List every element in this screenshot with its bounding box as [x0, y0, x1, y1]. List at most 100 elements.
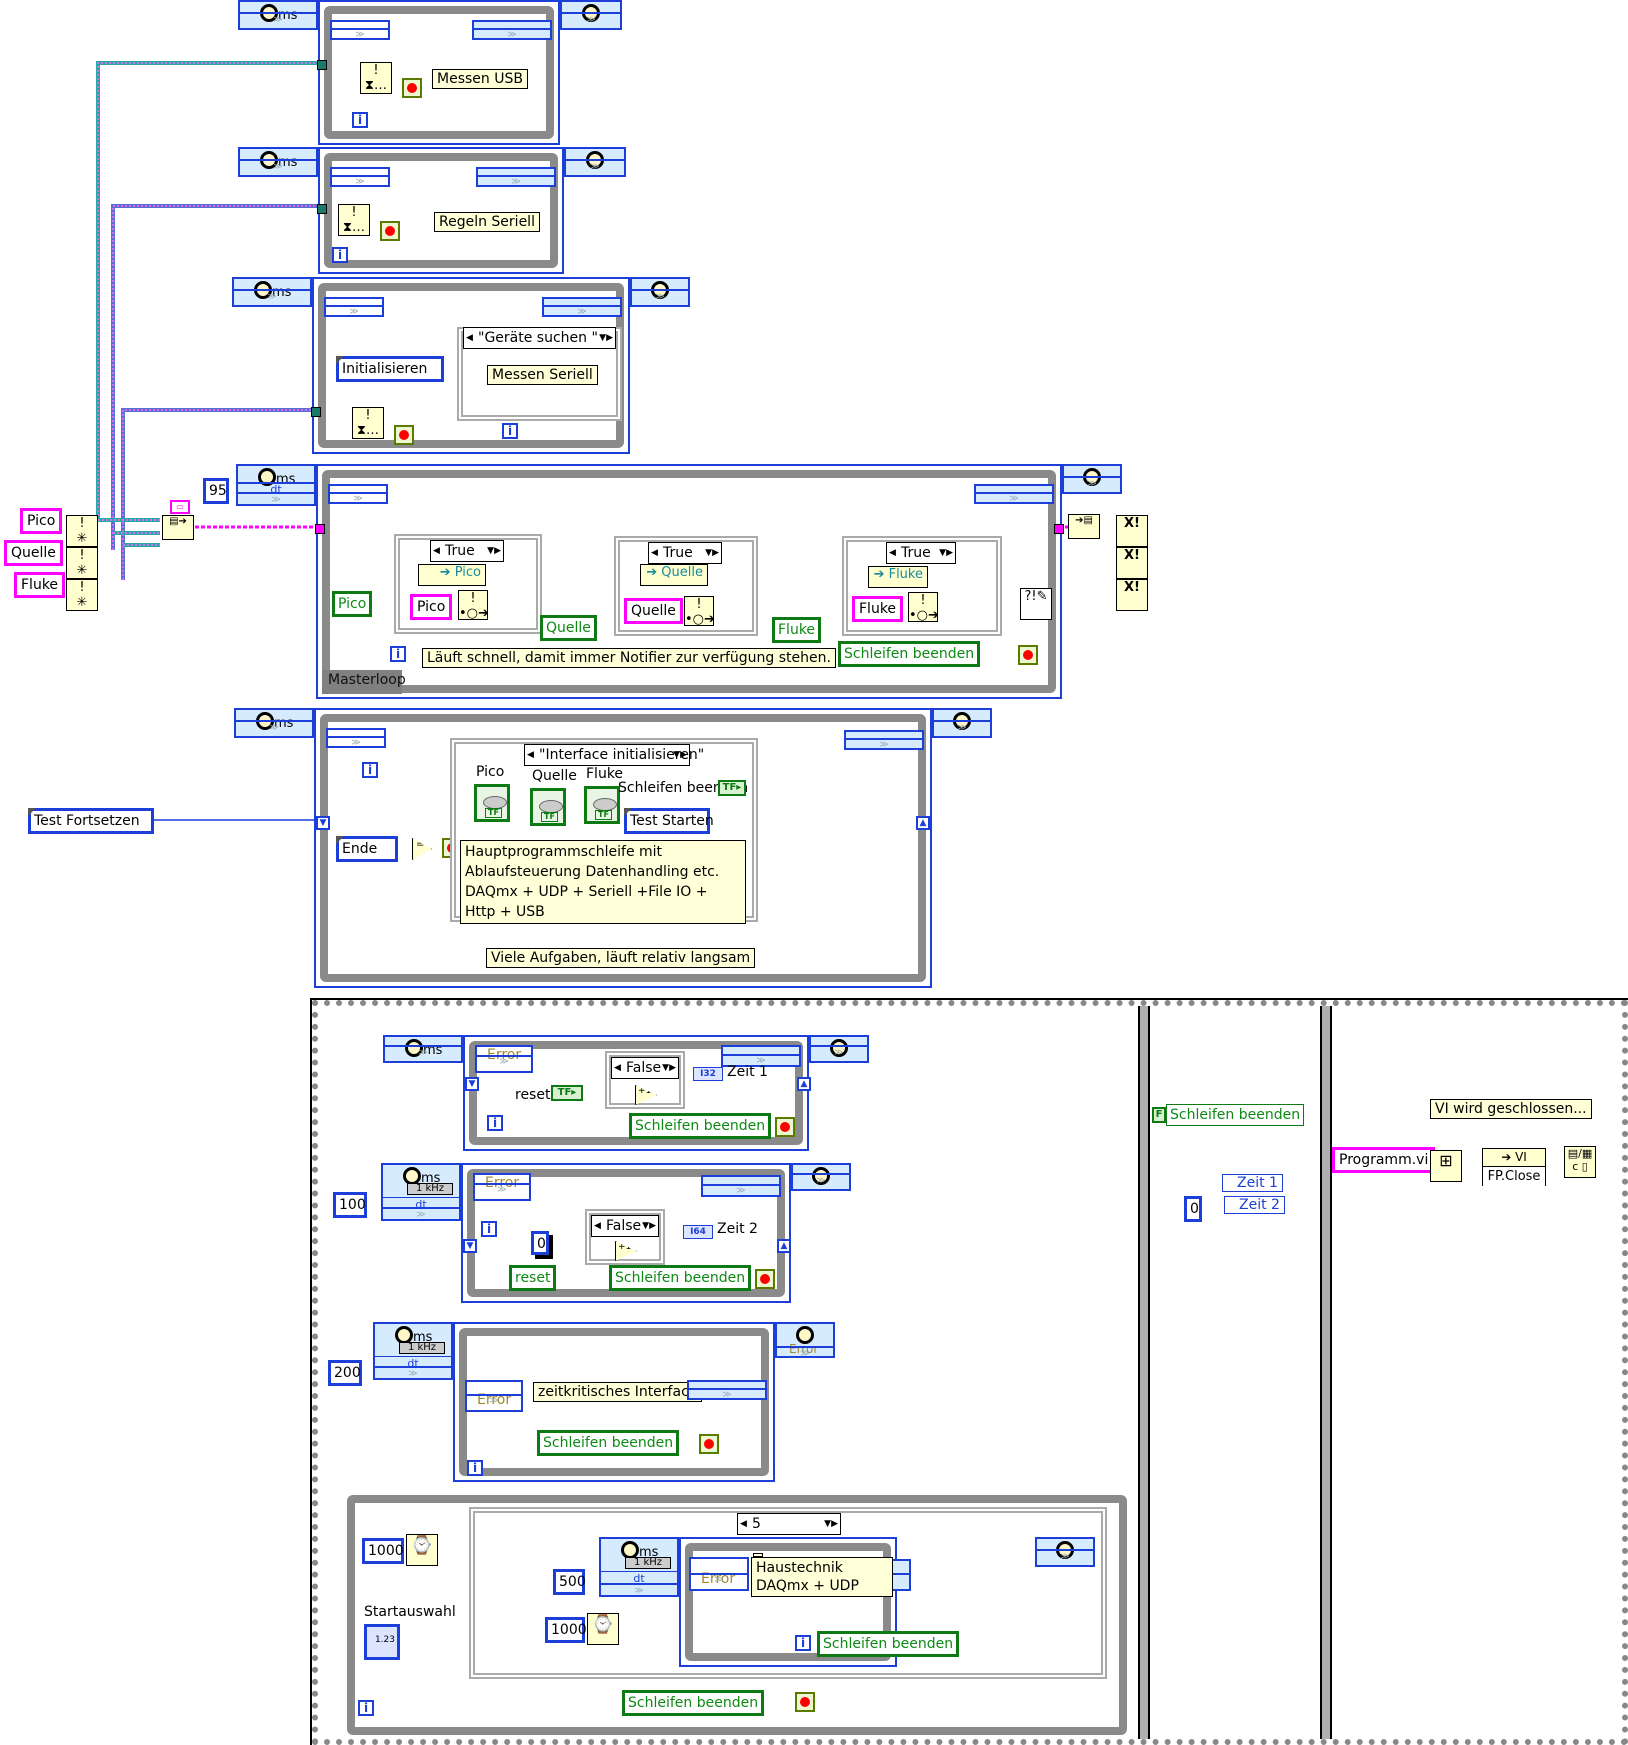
- string-constant[interactable]: Quelle: [624, 598, 683, 624]
- invoke-node-fp-close[interactable]: ➔ VI FP.Close: [1482, 1148, 1546, 1186]
- case-selector[interactable]: ◀5▼▶: [737, 1513, 841, 1535]
- dt-input[interactable]: dt: [238, 482, 314, 496]
- property-node[interactable]: ➔ Pico: [418, 564, 486, 586]
- period-constant[interactable]: 200: [328, 1360, 362, 1386]
- obtain-notifier-icon[interactable]: !✳: [66, 579, 98, 611]
- error-cluster-node: Error≫: [689, 1557, 749, 1591]
- local-variable-zeit2[interactable]: Zeit 2: [1224, 1196, 1285, 1214]
- path-constant-programm-vi[interactable]: Programm.vi: [1332, 1147, 1436, 1173]
- obtain-notifier-icon[interactable]: !✳: [66, 515, 98, 547]
- shift-register-right[interactable]: ▲: [797, 1077, 811, 1091]
- dt-input[interactable]: dt: [601, 1571, 677, 1585]
- timed-loop-haustechnik: Error≫ ≫ Schleifen beenden i: [679, 1537, 960, 1667]
- tunnel: [317, 204, 327, 214]
- dt-input[interactable]: dt: [383, 1197, 459, 1211]
- open-vi-reference-icon[interactable]: ⊞: [1430, 1150, 1462, 1182]
- numeric-constant[interactable]: 0: [531, 1231, 549, 1255]
- send-notification-icon[interactable]: !•○➔: [908, 592, 939, 623]
- boolean-control-fluke[interactable]: [584, 786, 620, 824]
- boolean-control-pico[interactable]: [474, 784, 510, 822]
- shift-register-right[interactable]: ▲: [916, 816, 930, 830]
- boolean-constant-false[interactable]: F: [1152, 1107, 1166, 1123]
- shift-register-right[interactable]: ▲: [777, 1239, 791, 1253]
- local-variable-reset[interactable]: reset: [509, 1265, 557, 1291]
- wait-ms-icon[interactable]: ⌚: [406, 1534, 438, 1566]
- wait-ms-icon[interactable]: ⌚: [587, 1613, 619, 1645]
- left-data-node: ≫: [328, 484, 388, 504]
- loop-output-node: ≫: [791, 1163, 851, 1191]
- numeric-constant-zero[interactable]: 0: [1184, 1196, 1202, 1222]
- clock-source[interactable]: 1 kHz: [399, 1342, 445, 1354]
- case-selector[interactable]: ◀False▼▶: [591, 1215, 659, 1237]
- case-selector[interactable]: ◀False▼▶: [611, 1057, 679, 1079]
- loop-output-node: Error ≫: [775, 1322, 835, 1359]
- stop-terminal[interactable]: [795, 1692, 815, 1712]
- notifier-name-constant-fluke[interactable]: Fluke: [14, 572, 66, 598]
- release-notifier-icon[interactable]: X!: [1116, 579, 1148, 611]
- close-reference-icon[interactable]: ▤/▦c ▯: [1564, 1146, 1596, 1178]
- stop-terminal[interactable]: [380, 221, 400, 241]
- clock-source[interactable]: 1 kHz: [625, 1557, 671, 1569]
- stop-terminal[interactable]: [699, 1434, 719, 1454]
- enum-constant-ende[interactable]: Ende: [336, 836, 398, 862]
- property-node[interactable]: ➔ Quelle: [640, 564, 708, 586]
- boolean-control-quelle[interactable]: [530, 788, 566, 826]
- local-variable-pico[interactable]: Pico: [332, 591, 373, 617]
- wait-constant[interactable]: 1000: [545, 1617, 587, 1643]
- stop-terminal[interactable]: [394, 425, 414, 445]
- wait-on-notification-icon[interactable]: !⧗…: [360, 62, 392, 94]
- comment-label: Regeln Seriell: [434, 212, 540, 232]
- boolean-indicator-schleifen-beenden[interactable]: TF▸: [718, 780, 746, 796]
- clear-errors-icon[interactable]: ?!✎: [1020, 588, 1052, 620]
- string-constant[interactable]: Fluke: [852, 596, 904, 622]
- case-selector[interactable]: ◀True▼▶: [430, 540, 504, 562]
- shift-register-left[interactable]: ▼: [316, 816, 330, 830]
- local-variable-schleifen-beenden[interactable]: Schleifen beenden: [629, 1113, 772, 1139]
- period-constant[interactable]: 100: [333, 1192, 367, 1218]
- shift-register-left[interactable]: ▼: [463, 1239, 477, 1253]
- local-variable-schleifen-beenden[interactable]: Schleifen beenden: [537, 1430, 680, 1456]
- period-constant[interactable]: 95: [203, 478, 229, 504]
- enum-constant-test-fortsetzen[interactable]: Test Fortsetzen: [28, 808, 154, 834]
- case-selector[interactable]: ◀True▼▶: [648, 542, 722, 564]
- notifier-name-constant-pico[interactable]: Pico: [20, 508, 63, 534]
- property-node[interactable]: ➔ Fluke: [868, 566, 928, 588]
- case-structure-pico: ◀True▼▶ ➔ Pico Pico !•○➔: [394, 534, 542, 634]
- notifier-name-constant-quelle[interactable]: Quelle: [4, 540, 63, 566]
- release-notifier-icon[interactable]: X!: [1116, 515, 1148, 547]
- send-notification-icon[interactable]: !•○➔: [458, 590, 489, 621]
- release-notifier-icon[interactable]: X!: [1116, 547, 1148, 579]
- case-selector[interactable]: ◀"Interface initialisieren"▼▶: [524, 744, 704, 766]
- enum-constant-initialisieren[interactable]: Initialisieren: [336, 356, 444, 382]
- local-variable-schleifen-beenden[interactable]: Schleifen beenden: [1166, 1104, 1305, 1126]
- stop-terminal[interactable]: [402, 78, 422, 98]
- boolean-control-reset[interactable]: TF▸: [551, 1085, 583, 1101]
- string-constant[interactable]: Pico: [410, 594, 453, 620]
- iteration-terminal: i: [362, 762, 378, 778]
- clock-source[interactable]: 1 kHz: [407, 1183, 453, 1195]
- case-selector[interactable]: ◀"Geräte suchen "▼▶: [463, 327, 616, 349]
- wait-on-notification-icon[interactable]: !⧗…: [338, 204, 370, 236]
- period-constant[interactable]: 500: [553, 1569, 586, 1595]
- stop-terminal[interactable]: [1018, 645, 1038, 665]
- local-variable-schleifen-beenden[interactable]: Schleifen beenden: [838, 641, 981, 667]
- local-variable-schleifen-beenden[interactable]: Schleifen beenden: [609, 1265, 752, 1291]
- dt-input[interactable]: dt: [375, 1356, 451, 1370]
- obtain-notifier-icon[interactable]: !✳: [66, 547, 98, 579]
- send-notification-icon[interactable]: !•○➔: [684, 596, 715, 627]
- stop-terminal[interactable]: [755, 1269, 775, 1289]
- enum-constant-test-starten[interactable]: Test Starten: [624, 808, 714, 834]
- wait-on-notification-icon[interactable]: !⧗…: [352, 407, 384, 439]
- stop-terminal[interactable]: [775, 1117, 795, 1137]
- shift-register-left[interactable]: ▼: [465, 1077, 479, 1091]
- case-selector[interactable]: ◀True▼▶: [886, 542, 956, 564]
- build-array-icon: ▤➔: [162, 515, 194, 540]
- local-variable-quelle[interactable]: Quelle: [540, 615, 597, 641]
- local-variable-zeit1[interactable]: Zeit 1: [1222, 1174, 1283, 1192]
- local-variable-fluke[interactable]: Fluke: [772, 617, 822, 643]
- local-variable-schleifen-beenden[interactable]: Schleifen beenden: [622, 1690, 765, 1716]
- right-data-node: ≫: [844, 730, 924, 750]
- local-variable-schleifen-beenden[interactable]: Schleifen beenden: [817, 1631, 960, 1657]
- wait-constant[interactable]: 1000: [362, 1538, 404, 1564]
- numeric-control-startauswahl[interactable]: 1.23: [364, 1624, 400, 1660]
